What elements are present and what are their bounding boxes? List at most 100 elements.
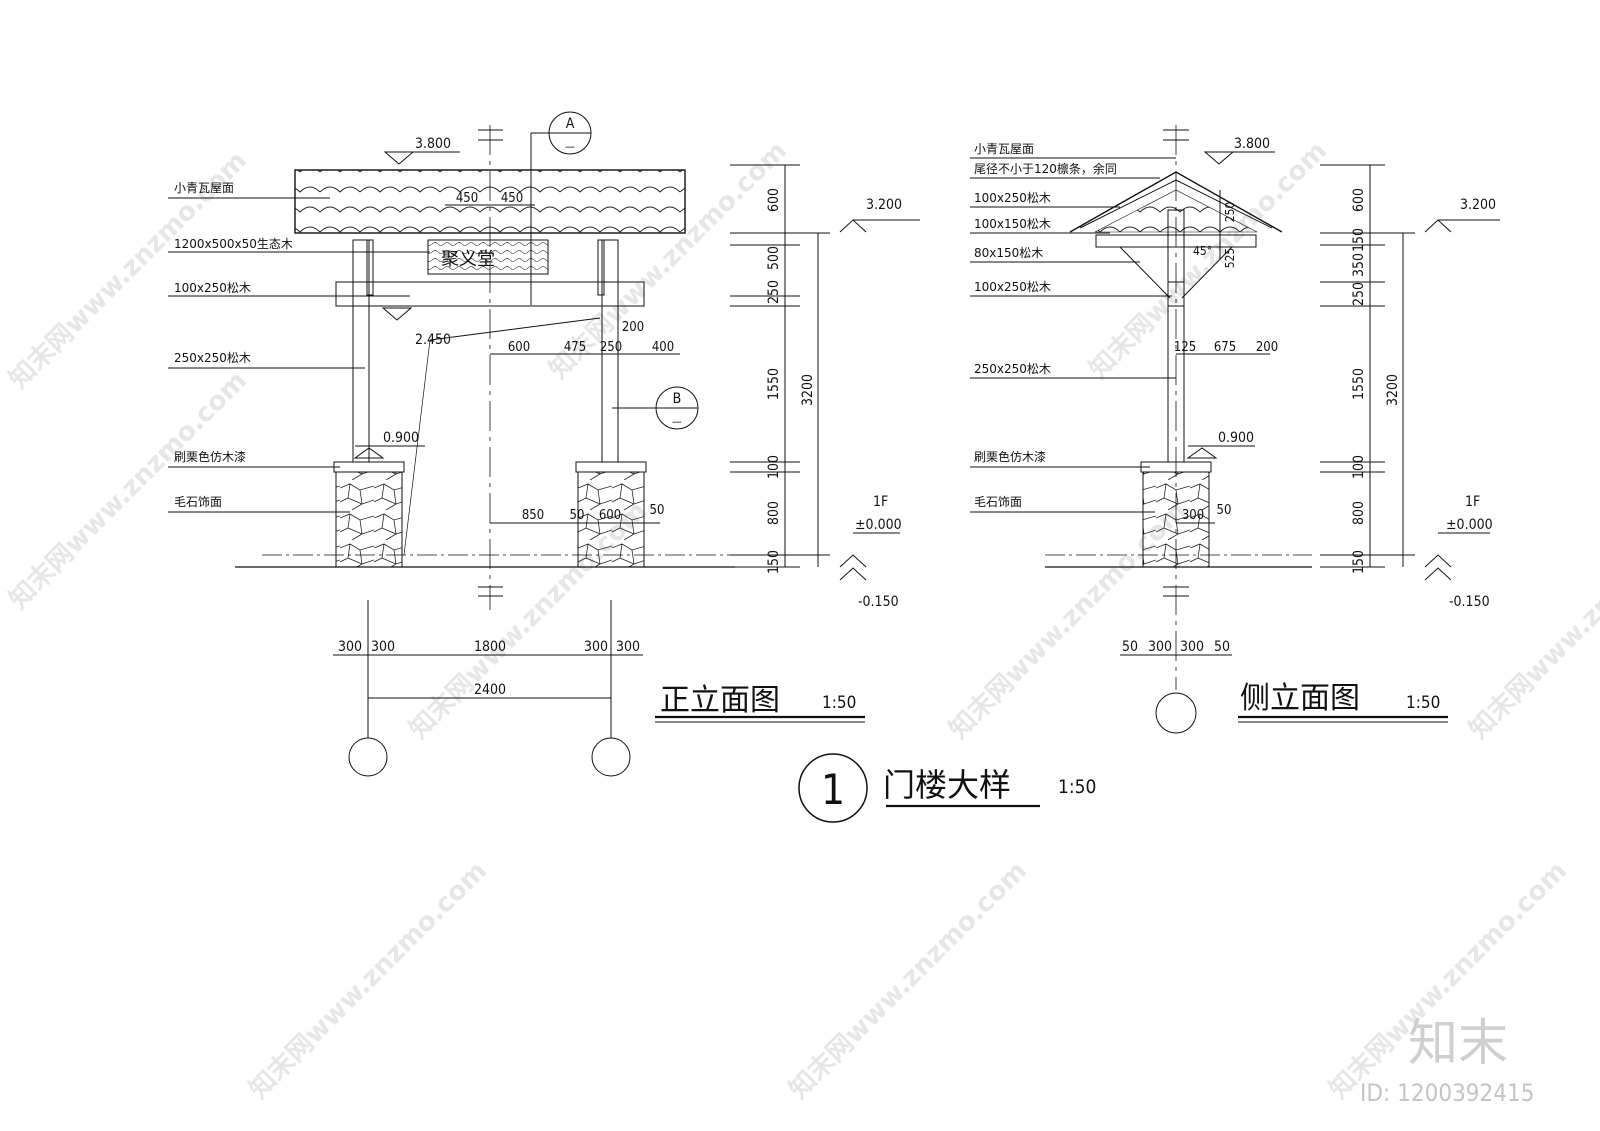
front-vdim-3: 250 bbox=[766, 280, 782, 304]
main-scale: 1:50 bbox=[1058, 776, 1096, 798]
image-id: ID: 1200392415 bbox=[1360, 1079, 1534, 1107]
watermark-text: 知末网www.znzmo.com bbox=[1084, 136, 1333, 385]
front-label-stone: 毛石饰面 bbox=[174, 495, 222, 509]
front-sign-board bbox=[427, 239, 549, 275]
front-label-paint: 刷栗色仿木漆 bbox=[174, 450, 246, 464]
side-roof-dim-1: 250 bbox=[1223, 202, 1237, 223]
side-dim-base-2: 50 bbox=[1217, 503, 1232, 518]
side-vdim-4: 250 bbox=[1351, 282, 1367, 306]
side-dim-base-1: 300 bbox=[1182, 508, 1204, 523]
front-vdim-6: 800 bbox=[766, 501, 782, 525]
front-level-beam: 2.450 bbox=[415, 332, 451, 348]
front-dim-mid-1: 600 bbox=[508, 340, 530, 355]
front-dim-base-2: 50 bbox=[570, 508, 585, 523]
front-elevation-text: 小青瓦屋面 1200x500x50生态木 100x250松木 250x250松木… bbox=[174, 116, 902, 718]
side-vdim-7: 800 bbox=[1351, 501, 1367, 525]
side-dim-bottom-4: 50 bbox=[1214, 639, 1230, 655]
front-dim-bottom-2: 300 bbox=[371, 639, 395, 655]
front-dim-bottom-4: 300 bbox=[584, 639, 608, 655]
side-elevation bbox=[970, 125, 1500, 734]
side-grid-axis bbox=[1155, 692, 1197, 734]
front-dim-sign-2: 450 bbox=[501, 191, 523, 206]
side-label-purlin: 尾径不小于120檩条，余同 bbox=[974, 161, 1117, 176]
front-right-stone-base bbox=[577, 471, 645, 568]
side-dim-bottom-3: 300 bbox=[1180, 639, 1204, 655]
main-title: 门楼大样 bbox=[883, 766, 1011, 804]
side-side-floor: ±0.000 bbox=[1446, 517, 1493, 533]
side-roof-angle: 45° bbox=[1193, 244, 1212, 258]
front-vdim-5: 100 bbox=[766, 455, 782, 479]
front-left-stone-base bbox=[335, 471, 403, 568]
side-vdim-6: 100 bbox=[1351, 455, 1367, 479]
side-vdim-total: 3200 bbox=[1385, 374, 1401, 406]
side-view-title: 侧立面图 bbox=[1240, 681, 1360, 716]
front-dim-mid-4: 200 bbox=[622, 320, 644, 335]
front-dim-bottom-1: 300 bbox=[338, 639, 362, 655]
front-dim-mid-3: 250 bbox=[600, 340, 622, 355]
watermark-text: 知末网www.znzmo.com bbox=[4, 366, 253, 615]
front-label-post: 250x250松木 bbox=[174, 351, 251, 365]
front-level-top: 3.800 bbox=[415, 136, 451, 152]
front-view-scale: 1:50 bbox=[822, 693, 856, 713]
brand-logo: 知末 bbox=[1408, 1014, 1508, 1072]
front-side-floor: ±0.000 bbox=[855, 517, 902, 533]
front-side-ground: -0.150 bbox=[858, 594, 899, 610]
side-side-ground: -0.150 bbox=[1449, 594, 1490, 610]
side-label-paint: 刷栗色仿木漆 bbox=[974, 450, 1046, 464]
front-dim-mid-2: 475 bbox=[564, 340, 586, 355]
side-elevation-text: 小青瓦屋面 尾径不小于120檩条，余同 100x250松木 100x150松木 … bbox=[974, 136, 1496, 716]
front-dim-base-1: 850 bbox=[522, 508, 544, 523]
detail-number: 1 bbox=[821, 765, 845, 814]
corner-brand: 知末 ID: 1200392415 bbox=[1360, 1014, 1534, 1107]
front-side-level-top: 3.200 bbox=[866, 197, 902, 213]
side-dim-mid-2: 675 bbox=[1214, 340, 1236, 355]
side-vdim-3: 350 bbox=[1351, 253, 1367, 277]
side-level-top: 3.800 bbox=[1234, 136, 1270, 152]
front-dim-sign-1: 450 bbox=[456, 191, 478, 206]
detail-number-circle bbox=[798, 753, 868, 823]
front-label-roof: 小青瓦屋面 bbox=[174, 181, 234, 195]
front-grid-axis-left bbox=[348, 737, 388, 777]
front-right-base-cap bbox=[575, 461, 647, 473]
front-vdim-7: 150 bbox=[766, 550, 782, 574]
side-side-level-top: 3.200 bbox=[1460, 197, 1496, 213]
side-label-post: 250x250松木 bbox=[974, 362, 1051, 376]
front-dim-mid-5: 400 bbox=[652, 340, 674, 355]
front-vdim-total: 3200 bbox=[800, 374, 816, 406]
side-label-rafter: 100x250松木 bbox=[974, 191, 1051, 205]
side-dim-mid-3: 200 bbox=[1256, 340, 1278, 355]
side-label-stone: 毛石饰面 bbox=[974, 495, 1022, 509]
watermark-text: 知末网www.znzmo.com bbox=[784, 856, 1033, 1105]
front-dim-base-4: 50 bbox=[650, 503, 665, 518]
side-vdim-8: 150 bbox=[1351, 550, 1367, 574]
watermark-text: 知末网www.znzmo.com bbox=[244, 856, 493, 1105]
side-vdim-2: 150 bbox=[1351, 228, 1367, 252]
sheet-title: 1 门楼大样 1:50 bbox=[798, 753, 1096, 823]
front-side-floor-name: 1F bbox=[873, 494, 888, 510]
front-label-sign-wood: 1200x500x50生态木 bbox=[174, 237, 293, 251]
section-b-dash: — bbox=[672, 415, 682, 428]
side-view-scale: 1:50 bbox=[1406, 693, 1440, 713]
side-vdim-1: 600 bbox=[1351, 188, 1367, 212]
side-label-roof: 小青瓦屋面 bbox=[974, 142, 1034, 156]
front-label-beam: 100x250松木 bbox=[174, 281, 251, 295]
section-a-letter: A bbox=[566, 116, 575, 132]
front-sign-text: 聚义堂 bbox=[441, 249, 495, 270]
side-dim-bottom-1: 50 bbox=[1122, 639, 1138, 655]
front-elevation bbox=[168, 111, 920, 777]
side-vdim-5: 1550 bbox=[1351, 368, 1367, 400]
side-side-floor-name: 1F bbox=[1465, 494, 1480, 510]
section-a-dash: — bbox=[565, 140, 575, 153]
front-grid-axis-right bbox=[591, 737, 631, 777]
front-dim-bottom-3: 1800 bbox=[474, 639, 506, 655]
front-dim-base-3: 600 bbox=[599, 508, 621, 523]
front-dim-total: 2400 bbox=[474, 682, 506, 698]
front-vdim-1: 600 bbox=[766, 188, 782, 212]
front-level-base: 0.900 bbox=[383, 430, 419, 446]
side-roof-dim-2: 525 bbox=[1223, 248, 1237, 269]
front-dim-bottom-5: 300 bbox=[616, 639, 640, 655]
front-left-base-cap bbox=[333, 461, 405, 473]
section-b-letter: B bbox=[673, 391, 682, 407]
front-vdim-4: 1550 bbox=[766, 368, 782, 400]
